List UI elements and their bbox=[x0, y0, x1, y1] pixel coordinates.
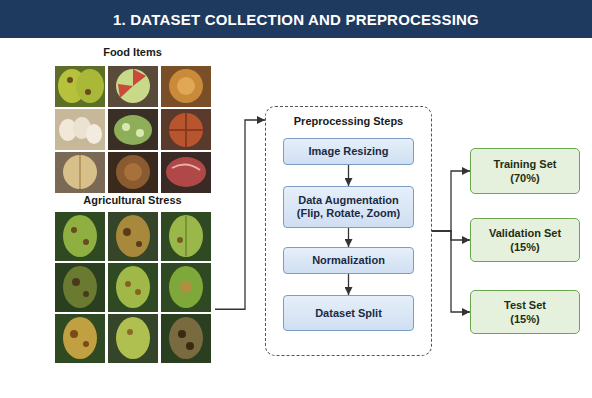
box-label: Training Set (70%) bbox=[482, 157, 568, 185]
connector-arrow bbox=[348, 165, 349, 186]
process-box: Normalization bbox=[283, 247, 414, 274]
leaf-photos bbox=[55, 212, 211, 363]
food-photos bbox=[55, 66, 211, 193]
process-box: Dataset Split bbox=[283, 295, 414, 331]
group-heading: Food Items bbox=[50, 46, 215, 59]
image-group: Food Items bbox=[50, 46, 215, 194]
box-label: Data Augmentation (Flip, Rotate, Zoom) bbox=[290, 194, 407, 220]
box-label: Image Resizing bbox=[308, 145, 388, 158]
group-heading: Preprocessing Steps bbox=[266, 115, 431, 128]
connector-arrow bbox=[348, 228, 349, 247]
connector-arrow bbox=[215, 120, 265, 309]
output-box: Validation Set (15%) bbox=[470, 218, 580, 262]
box-label: Validation Set (15%) bbox=[482, 226, 568, 254]
group-heading: Agricultural Stress bbox=[50, 194, 215, 207]
output-box: Test Set (15%) bbox=[470, 290, 580, 334]
image-group: Agricultural Stress bbox=[50, 194, 215, 366]
preprocessing-container: Preprocessing StepsImage ResizingData Au… bbox=[265, 106, 432, 356]
title-bar: 1. DATASET COLLECTION AND PREPROCESSING bbox=[0, 0, 592, 38]
box-label: Test Set (15%) bbox=[495, 298, 555, 326]
box-label: Normalization bbox=[312, 254, 385, 267]
process-box: Image Resizing bbox=[283, 138, 414, 165]
connector-arrow bbox=[348, 274, 349, 295]
box-label: Dataset Split bbox=[315, 307, 382, 320]
process-box: Data Augmentation (Flip, Rotate, Zoom) bbox=[283, 186, 414, 228]
output-box: Training Set (70%) bbox=[470, 148, 580, 194]
connector-arrow bbox=[432, 231, 470, 312]
connector-arrow bbox=[432, 171, 470, 231]
title-text: 1. DATASET COLLECTION AND PREPROCESSING bbox=[113, 11, 479, 28]
